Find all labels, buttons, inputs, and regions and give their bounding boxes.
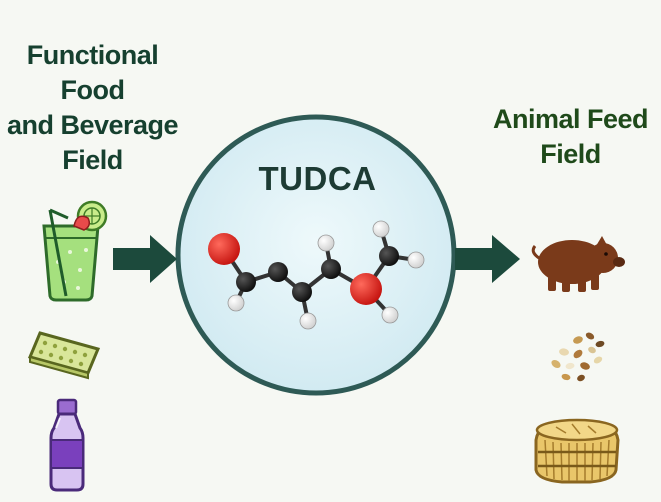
hydrogen-atom — [227, 294, 245, 312]
label-line: and Beverage — [6, 110, 179, 140]
carbon-atom — [321, 259, 341, 279]
animal-feed-label: Animal Feed Field — [478, 102, 661, 172]
tudca-title: TUDCA — [258, 160, 377, 197]
hydrogen-atom — [299, 312, 317, 330]
label-line: Functional — [26, 40, 159, 70]
hydrogen-atom — [372, 220, 390, 238]
beverage-bottle-icon — [49, 398, 85, 492]
tudca-circle — [175, 114, 457, 396]
tablet-bar-icon — [27, 331, 101, 380]
hydrogen-atom — [381, 306, 399, 324]
carbon-atom — [236, 272, 256, 292]
label-line: Field — [540, 139, 601, 169]
juice-glass-icon — [42, 200, 108, 302]
left-arrow — [113, 235, 177, 283]
functional-food-label: Functional Food and Beverage Field — [0, 38, 185, 178]
oxygen-atom — [208, 233, 240, 265]
label-line: Food — [60, 75, 125, 105]
oxygen-atom — [350, 273, 382, 305]
pig-icon — [531, 236, 625, 292]
label-line: Field — [62, 145, 123, 175]
carbon-atom — [268, 262, 288, 282]
carbon-atom — [379, 246, 399, 266]
hay-bale-icon — [534, 418, 620, 484]
carbon-atom — [292, 282, 312, 302]
right-arrow — [455, 235, 520, 283]
tudca-molecule — [208, 220, 425, 330]
hydrogen-atom — [407, 251, 425, 269]
grain-seeds-icon — [551, 332, 605, 382]
label-line: Animal Feed — [492, 104, 649, 134]
hydrogen-atom — [317, 234, 335, 252]
